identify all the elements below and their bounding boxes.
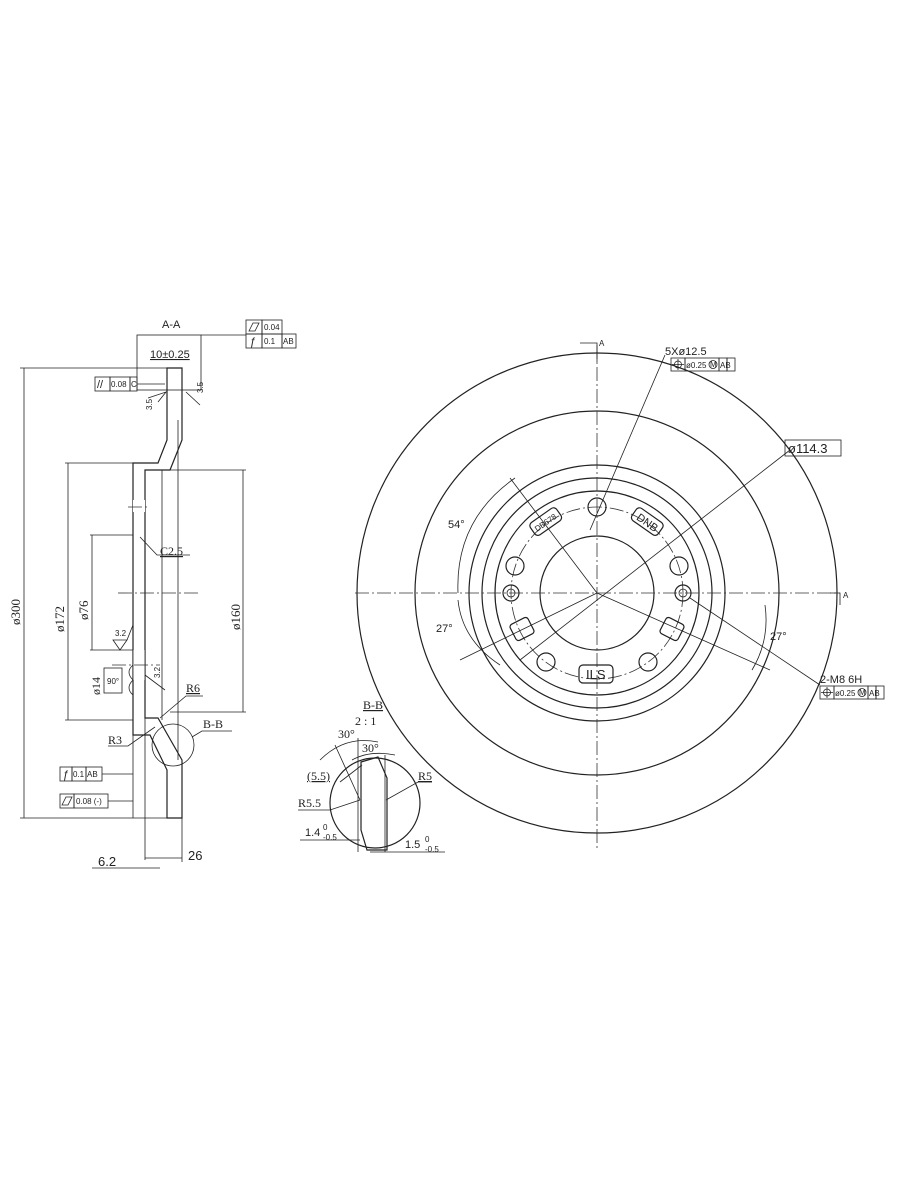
roughness-symbol: 3.2: [153, 666, 162, 678]
datums: AB: [720, 361, 731, 370]
runout-datums-2: AB: [87, 770, 98, 779]
tolerance-upper: 0: [323, 823, 328, 832]
flatness-frame-2: 0.08 (-): [59, 793, 133, 809]
thickness-dimension: 10±0.25: [150, 349, 190, 361]
angle-27-right-label: 27°: [770, 631, 787, 643]
dimension-26-label: 26: [188, 848, 202, 863]
threaded-hole: [502, 584, 520, 602]
reference-5-5-label: (5.5): [307, 769, 330, 783]
bolt-hole: [587, 497, 607, 517]
position-tolerance-frame: ø0.25 M AB: [670, 357, 736, 372]
mmc-modifier: M: [710, 360, 717, 369]
radius-r5-5-label: R5.5: [298, 796, 321, 810]
bolt-hole: [536, 652, 556, 672]
section-mark-top: A: [599, 339, 605, 348]
tolerance-upper: 0: [425, 835, 430, 844]
diameter-160-label: ø160: [228, 604, 243, 630]
runout-value: 0.1: [264, 337, 276, 346]
runout-frame-2: ƒ 0.1 AB: [59, 766, 133, 782]
runout-datums: AB: [283, 337, 294, 346]
bolt-hole: [669, 556, 689, 576]
diameter-14-label: ø14: [89, 677, 103, 695]
detail-reference-label: B-B: [203, 717, 223, 731]
pcd-label: ø114.3: [788, 441, 828, 456]
front-view: DB678 DNB ILS 54° 27° 27° A A 5Xø12.5 ø0…: [355, 339, 885, 850]
svg-text:ƒ: ƒ: [63, 769, 69, 781]
angle-30-label-1: 30°: [338, 727, 355, 741]
detail-title: B-B: [363, 698, 383, 712]
angle-54-label: 54°: [448, 519, 465, 531]
angle-90-label: 90°: [107, 677, 119, 686]
flatness-icon: [248, 322, 260, 332]
section-mark-right: A: [843, 591, 849, 600]
parallel-datum: C: [131, 380, 137, 389]
diameter-76-label: ø76: [76, 600, 91, 620]
runout-icon: ƒ: [250, 336, 256, 348]
roughness-symbol: 3.5: [145, 398, 154, 410]
flatness-value: 0.04: [264, 323, 280, 332]
detail-view-bb: B-B 2 : 1 30° 30° (5.5) R5 R5.5 1.4 0 -0…: [298, 698, 445, 854]
parallelism-frame: // 0.08 C: [94, 376, 165, 392]
section-view-aa: A-A 10±0.25 ƒ 0.04 0.1 AB // 0.08 C 3.5 …: [8, 319, 297, 869]
bolt-hole: [505, 556, 525, 576]
datums: AB: [869, 689, 880, 698]
marking-ils: ILS: [586, 667, 606, 682]
chamfer-label: C2.5: [160, 544, 183, 558]
position-tol-value: ø0.25: [835, 689, 856, 698]
thread-callout: 2-M8 6H: [820, 674, 862, 686]
parallel-value: 0.08: [111, 380, 127, 389]
radius-r6-label: R6: [186, 681, 200, 695]
dimension-1-4-label: 1.4: [305, 827, 320, 839]
dimension-6-2-label: 6.2: [98, 854, 116, 869]
position-tol-value: ø0.25: [686, 361, 707, 370]
roughness-symbol: 3.2: [115, 629, 127, 638]
angle-30-label-2: 30°: [362, 741, 379, 755]
detail-b-circle: [151, 723, 195, 767]
bolt-hole: [638, 652, 658, 672]
radius-r5-label: R5: [418, 769, 432, 783]
bolt-holes-callout: 5Xø12.5: [665, 346, 707, 358]
disc-cross-section: [132, 367, 183, 819]
dimension-1-5-label: 1.5: [405, 839, 420, 851]
marking-dnb: DNB: [634, 512, 660, 535]
threaded-hole: [674, 584, 692, 602]
detail-cross-section: [360, 756, 388, 851]
runout-value-2: 0.1: [73, 770, 85, 779]
diameter-172-label: ø172: [52, 606, 67, 632]
tolerance-lower: -0.5: [323, 833, 337, 842]
angle-27-left-label: 27°: [436, 623, 453, 635]
radius-r3-label: R3: [108, 733, 122, 747]
mmc-modifier: M: [859, 688, 866, 697]
section-title: A-A: [162, 319, 181, 331]
flatness-runout-frame: ƒ 0.04 0.1 AB: [245, 319, 297, 349]
diameter-300-label: ø300: [8, 599, 23, 625]
roughness-symbol: 3.5: [196, 381, 205, 393]
detail-scale: 2 : 1: [355, 714, 376, 728]
tolerance-lower: -0.5: [425, 845, 439, 854]
thread-position-frame: ø0.25 M AB: [819, 685, 885, 700]
flatness-value-2: 0.08 (-): [76, 797, 102, 806]
parallel-icon: //: [97, 379, 104, 391]
pcd-box: [784, 439, 842, 457]
